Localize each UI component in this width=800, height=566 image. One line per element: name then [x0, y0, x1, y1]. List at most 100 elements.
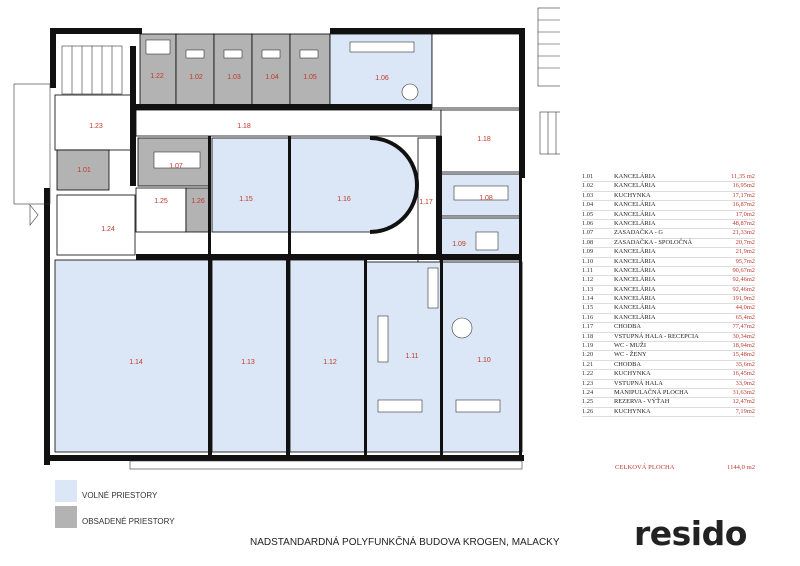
schedule-row: 1.12 KANCELÁRIA 92,46m2: [582, 276, 755, 286]
room-1-13[interactable]: [211, 259, 289, 453]
schedule-code: 1.01: [582, 173, 594, 180]
room-1-15[interactable]: [211, 137, 291, 233]
schedule-code: 1.05: [582, 210, 594, 218]
room-1-26[interactable]: [185, 187, 211, 233]
legend-swatch-free: [55, 480, 77, 502]
floor-plan: 1.01 1.02 1.03 1.04 1.05 1.06 1.07 1.08 …: [13, 7, 560, 470]
room-label-1-22: 1.22: [150, 73, 164, 80]
room-label-1-10: 1.10: [477, 357, 491, 364]
room-label-1-17: 1.17: [419, 199, 433, 206]
room-1-16[interactable]: [289, 137, 418, 233]
schedule-code: 1.21: [582, 360, 594, 368]
room-label-1-23: 1.23: [89, 123, 103, 130]
schedule-area: 35,6m2: [735, 360, 755, 368]
room-label-1-13: 1.13: [241, 359, 255, 366]
schedule-name: KANCELÁRIA: [614, 182, 656, 190]
total-area: CELKOVÁ PLOCHA 1144,0 m2: [615, 464, 755, 471]
schedule-code: 1.08: [582, 238, 594, 246]
room-1-18-lobby[interactable]: [440, 109, 522, 173]
schedule-name: KANCELÁRIA: [614, 257, 656, 265]
schedule-area: 65,4m2: [735, 313, 755, 321]
schedule-area: 31,63m2: [732, 388, 755, 396]
schedule-name: VSTUPNÁ HALA - RECEPCIA: [614, 332, 699, 340]
room-label-1-18-lobby: 1.18: [477, 136, 491, 143]
room-wc[interactable]: [431, 33, 523, 109]
schedule-name: MANIPULAČNÁ PLOCHA: [614, 388, 689, 396]
schedule-name: KANCELÁRIA: [614, 285, 656, 293]
schedule-code: 1.15: [582, 304, 594, 312]
room-1-01[interactable]: [56, 149, 110, 191]
schedule-area: 15,48m2: [732, 351, 755, 359]
room-label-1-15: 1.15: [239, 196, 253, 203]
room-label-1-08: 1.08: [479, 195, 493, 202]
legend-swatch-occupied: [55, 506, 77, 528]
schedule-area: 17,0m2: [735, 210, 755, 218]
schedule-name: WC - MUŽI: [614, 342, 646, 350]
schedule-code: 1.06: [582, 219, 594, 227]
schedule-area: 18,94m2: [732, 342, 755, 350]
total-area-value: 1144,0 m2: [727, 464, 755, 471]
schedule-name: KANCELÁRIA: [614, 276, 656, 284]
corridor-1-18[interactable]: [135, 109, 442, 137]
schedule-row: 1.26 KUCHYNKA 7,19m2: [582, 407, 755, 418]
staircase-left: [61, 45, 123, 95]
legend-label-free: VOLNÉ PRIESTORY: [82, 491, 158, 500]
resido-logo: resido: [634, 514, 747, 553]
room-1-25[interactable]: [135, 187, 187, 233]
schedule-area: 33,9m2: [735, 379, 755, 387]
schedule-name: KANCELÁRIA: [614, 248, 656, 256]
schedule-code: 1.22: [582, 370, 594, 378]
schedule-area: 16,87m2: [732, 201, 755, 209]
schedule-area: 21,33m2: [732, 229, 755, 237]
schedule-name: KANCELÁRIA: [614, 201, 656, 209]
schedule-code: 1.14: [582, 295, 594, 303]
schedule-code: 1.04: [582, 201, 594, 209]
room-label-1-11: 1.11: [405, 353, 418, 360]
schedule-area: 7,19m2: [735, 407, 755, 415]
room-1-04[interactable]: [251, 33, 291, 107]
room-1-02[interactable]: [175, 33, 215, 107]
schedule-name: CHODBA: [614, 323, 641, 331]
schedule-code: 1.12: [582, 276, 594, 284]
schedule-code: 1.24: [582, 388, 594, 396]
room-label-1-01: 1.01: [77, 167, 91, 174]
schedule-name: VSTUPNÁ HALA: [614, 379, 663, 387]
schedule-row: 1.19 WC - MUŽI 18,94m2: [582, 342, 755, 352]
schedule-area: 92,46m2: [732, 276, 755, 284]
schedule-code: 1.26: [582, 407, 594, 415]
room-label-1-05: 1.05: [303, 74, 317, 81]
schedule-area: 11,35 m2: [731, 173, 755, 180]
schedule-name: KANCELÁRIA: [614, 219, 656, 227]
room-1-12[interactable]: [289, 259, 367, 453]
schedule-code: 1.19: [582, 342, 594, 350]
room-label-1-09: 1.09: [452, 241, 466, 248]
schedule-name: REZERVA - VÝŤAH: [614, 398, 670, 406]
schedule-area: 16,45m2: [732, 370, 755, 378]
schedule-code: 1.20: [582, 351, 594, 359]
room-label-1-04: 1.04: [265, 74, 279, 81]
schedule-code: 1.09: [582, 248, 594, 256]
room-label-1-18-corridor: 1.18: [237, 123, 251, 130]
schedule-name: KUCHYNKA: [614, 191, 651, 199]
schedule-area: 92,46m2: [732, 285, 755, 293]
schedule-area: 30,34m2: [732, 332, 755, 340]
room-1-24[interactable]: [56, 194, 136, 256]
schedule-name: KUCHYNKA: [614, 370, 651, 378]
room-1-14[interactable]: [54, 259, 211, 453]
room-1-03[interactable]: [213, 33, 253, 107]
schedule-area: 12,47m2: [732, 398, 755, 406]
room-1-23[interactable]: [54, 94, 136, 151]
room-1-05[interactable]: [289, 33, 331, 107]
room-1-10[interactable]: [441, 261, 523, 453]
schedule-name: KUCHYNKA: [614, 407, 651, 415]
room-label-1-03: 1.03: [227, 74, 241, 81]
